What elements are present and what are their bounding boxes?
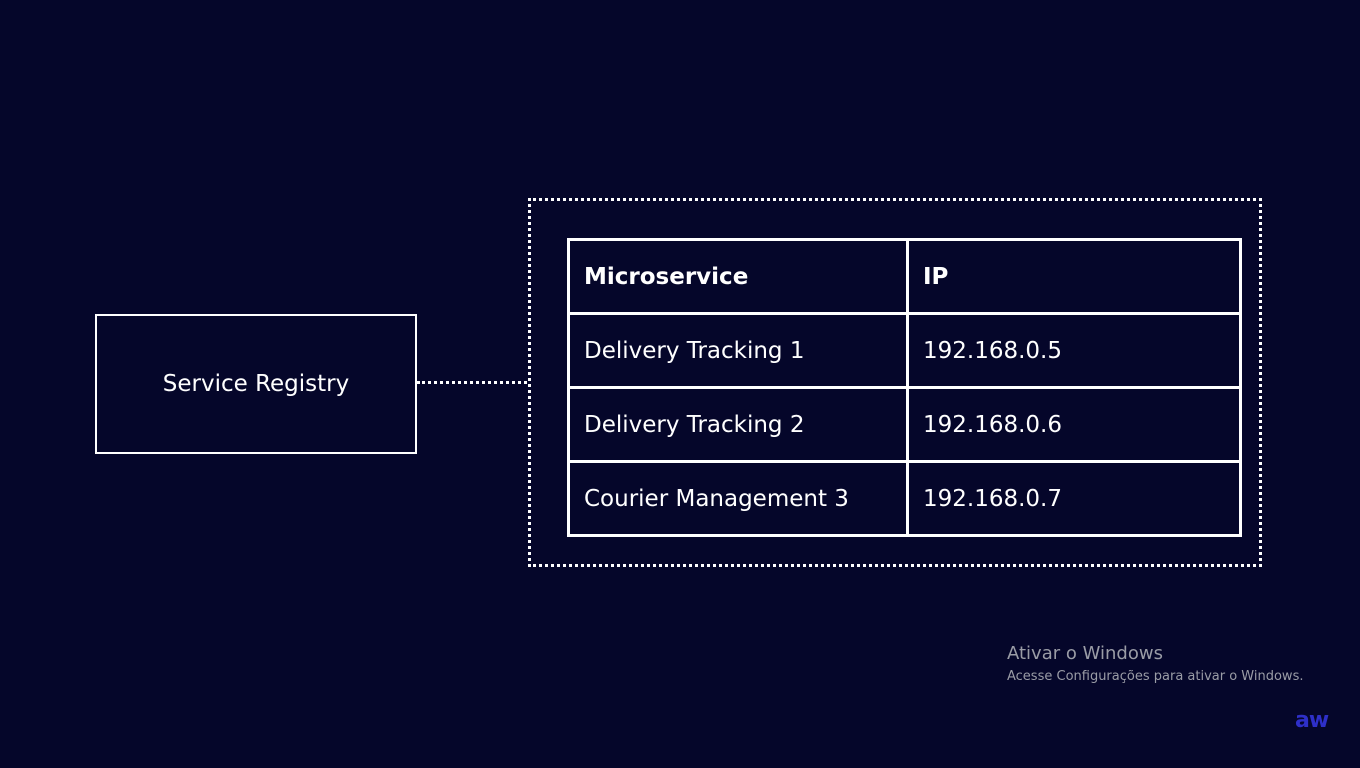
registry-dotted-frame <box>528 198 1262 567</box>
table-header-row: Microservice IP <box>567 238 1242 315</box>
cell-microservice: Delivery Tracking 2 <box>567 386 909 463</box>
cell-microservice: Delivery Tracking 1 <box>567 312 909 389</box>
activation-subtitle: Acesse Configurações para ativar o Windo… <box>1007 669 1304 684</box>
cell-ip: 192.168.0.5 <box>906 312 1242 389</box>
dotted-connector <box>417 381 527 384</box>
header-microservice: Microservice <box>567 238 909 315</box>
registry-table: Microservice IP Delivery Tracking 1 192.… <box>567 238 1242 537</box>
table-row: Delivery Tracking 1 192.168.0.5 <box>567 312 1242 389</box>
table-row: Delivery Tracking 2 192.168.0.6 <box>567 386 1242 463</box>
cell-microservice: Courier Management 3 <box>567 460 909 537</box>
header-ip: IP <box>906 238 1242 315</box>
service-registry-box: Service Registry <box>95 314 417 454</box>
cell-ip: 192.168.0.6 <box>906 386 1242 463</box>
windows-activation-watermark: Ativar o Windows Acesse Configurações pa… <box>1007 643 1303 687</box>
aw-logo: aw <box>1295 708 1329 733</box>
table-row: Courier Management 3 192.168.0.7 <box>567 460 1242 537</box>
service-registry-label: Service Registry <box>162 371 350 397</box>
activation-title: Ativar o Windows <box>1007 643 1163 664</box>
cell-ip: 192.168.0.7 <box>906 460 1242 537</box>
